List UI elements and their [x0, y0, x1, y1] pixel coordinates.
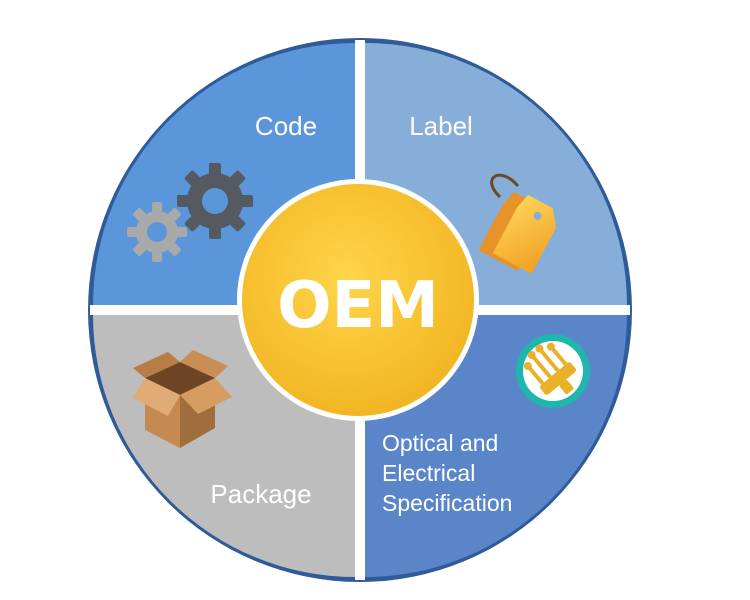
center-label: OEM — [277, 269, 439, 343]
fiber-connector-icon — [516, 334, 590, 408]
center-circle — [242, 184, 474, 416]
spec-label-line-1: Optical and — [382, 430, 498, 456]
code-label: Code — [255, 111, 317, 141]
gears-icon — [127, 163, 253, 262]
spec-label-line-2: Electrical — [382, 460, 475, 486]
cardboard-box-icon — [133, 350, 232, 448]
spec-label-line-3: Specification — [382, 490, 512, 516]
package-label: Package — [210, 479, 311, 509]
label-label: Label — [409, 111, 473, 141]
price-tag-icon — [478, 173, 556, 274]
